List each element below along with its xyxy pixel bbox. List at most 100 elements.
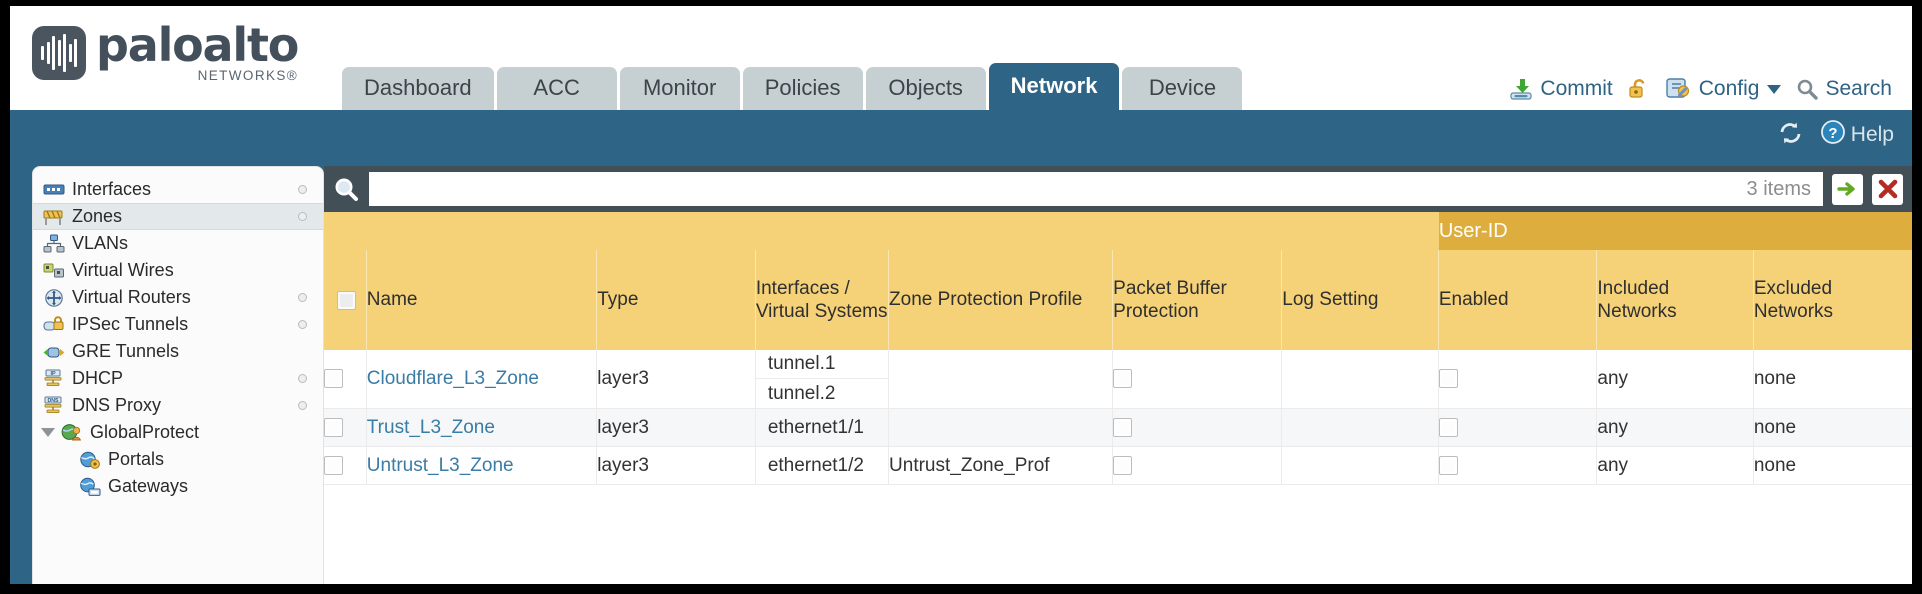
nav-tab-policies[interactable]: Policies	[742, 66, 863, 110]
sidebar-item-gateways[interactable]: Gateways	[33, 473, 323, 500]
cell-log-setting	[1281, 446, 1439, 485]
dns-proxy-icon: DNS	[43, 396, 65, 416]
interface-entry: ethernet1/2	[767, 454, 864, 476]
sidebar-item-zones[interactable]: Zones	[33, 203, 323, 230]
sub-header-bar: ? Help	[10, 110, 1912, 166]
sidebar-item-gre-tunnels[interactable]: GRE Tunnels	[33, 338, 323, 365]
filter-search-icon[interactable]	[332, 175, 360, 203]
userid-enabled-checkbox[interactable]	[1438, 417, 1458, 437]
clear-filter-button[interactable]	[1872, 173, 1903, 205]
cell-included-networks: any	[1596, 350, 1754, 409]
cell-userid-enabled[interactable]	[1437, 446, 1597, 485]
sidebar-item-portals[interactable]: Portals	[33, 446, 323, 473]
virtual-routers-icon	[43, 288, 65, 308]
cell-excluded-networks: none	[1752, 350, 1912, 409]
row-select-cell[interactable]	[324, 350, 367, 409]
sidebar-item-vlans[interactable]: VLANs	[33, 230, 323, 257]
interface-entry: ethernet1/1	[767, 416, 864, 438]
cell-packet-buffer-protection[interactable]	[1112, 408, 1282, 447]
nav-tab-dashboard[interactable]: Dashboard	[342, 66, 494, 110]
sidebar-item-virtual-wires[interactable]: Virtual Wires	[33, 257, 323, 284]
search-button[interactable]: Search	[1795, 77, 1892, 101]
header-toolbar: Commit Config	[1508, 76, 1892, 102]
column-header-label: Zone Protection Profile	[889, 289, 1083, 311]
cell-userid-enabled[interactable]	[1437, 408, 1597, 447]
cell-included-networks: any	[1596, 446, 1754, 485]
chevron-down-icon	[1767, 84, 1782, 94]
nav-tab-monitor[interactable]: Monitor	[619, 66, 740, 110]
sidebar-item-virtual-routers[interactable]: Virtual Routers	[33, 284, 323, 311]
sidebar-item-globalprotect[interactable]: GlobalProtect	[33, 419, 323, 446]
paloalto-logo: paloalto NETWORKS®	[32, 22, 299, 85]
help-label: Help	[1850, 123, 1894, 146]
zone-name-link[interactable]: Trust_L3_Zone	[366, 416, 495, 438]
commit-icon	[1508, 76, 1534, 102]
select-all-checkbox[interactable]	[337, 290, 356, 310]
column-header-label: Interfaces / Virtual Systems	[755, 277, 888, 322]
refresh-icon[interactable]	[1777, 120, 1804, 151]
zone-name-link[interactable]: Cloudflare_L3_Zone	[366, 368, 539, 389]
interface-entry: tunnel.1	[755, 350, 889, 379]
zone-name-link[interactable]: Untrust_L3_Zone	[366, 454, 514, 476]
nav-tab-network[interactable]: Network	[988, 62, 1120, 110]
commit-button[interactable]: Commit	[1508, 76, 1613, 102]
cell-userid-enabled[interactable]	[1437, 350, 1597, 409]
unlock-icon[interactable]	[1627, 76, 1651, 102]
userid-enabled-checkbox[interactable]	[1438, 369, 1458, 389]
column-header-label: Log Setting	[1282, 289, 1379, 311]
column-header-excl[interactable]: Excluded Networks	[1752, 250, 1912, 350]
help-button[interactable]: ? Help	[1820, 119, 1894, 151]
nav-tab-device[interactable]: Device	[1122, 66, 1243, 110]
column-header-zpp[interactable]: Zone Protection Profile	[888, 250, 1113, 350]
sidebar-item-ipsec-tunnels[interactable]: IPSec Tunnels	[33, 311, 323, 338]
packet-buffer-protection-checkbox[interactable]	[1113, 455, 1133, 475]
cell-name: Trust_L3_Zone	[365, 408, 597, 447]
virtual-wires-icon	[43, 261, 65, 281]
packet-buffer-protection-checkbox[interactable]	[1113, 369, 1133, 389]
column-header-select-all[interactable]	[324, 250, 367, 350]
cell-packet-buffer-protection[interactable]	[1112, 350, 1282, 409]
svg-text:?: ?	[1828, 125, 1837, 142]
dhcp-icon: IP	[43, 369, 65, 389]
column-header-ifaces[interactable]: Interfaces / Virtual Systems	[754, 250, 889, 350]
nav-tab-objects[interactable]: Objects	[865, 66, 986, 110]
paloalto-logo-mark-icon	[32, 26, 86, 81]
column-header-type[interactable]: Type	[596, 250, 756, 350]
config-dropdown[interactable]: Config	[1665, 76, 1782, 102]
expand-caret-icon[interactable]	[41, 428, 55, 437]
column-header-label: Included Networks	[1597, 277, 1677, 322]
sidebar-item-label: Interfaces	[72, 179, 152, 199]
sidebar-item-indicator	[298, 293, 307, 302]
sidebar-item-label: Zones	[72, 206, 123, 226]
cell-packet-buffer-protection[interactable]	[1112, 446, 1282, 485]
row-select-checkbox[interactable]	[324, 369, 343, 389]
row-select-cell[interactable]	[324, 446, 367, 485]
column-header-name[interactable]: Name	[365, 250, 597, 350]
column-header-pbp[interactable]: Packet Buffer Protection	[1112, 250, 1282, 350]
apply-filter-button[interactable]	[1832, 173, 1863, 205]
column-header-enabled[interactable]: Enabled	[1437, 250, 1597, 350]
filter-input-wrap[interactable]: 3 items	[369, 172, 1823, 206]
config-icon	[1665, 76, 1693, 102]
cell-included-networks: any	[1596, 408, 1754, 447]
filter-search-input[interactable]	[370, 173, 1747, 205]
sidebar-item-label: Virtual Wires	[72, 260, 174, 280]
userid-enabled-checkbox[interactable]	[1438, 455, 1458, 475]
packet-buffer-protection-checkbox[interactable]	[1113, 417, 1133, 437]
row-select-cell[interactable]	[324, 408, 367, 447]
column-header-log[interactable]: Log Setting	[1281, 250, 1439, 350]
column-header-incl[interactable]: Included Networks	[1596, 250, 1754, 350]
row-select-checkbox[interactable]	[324, 417, 343, 437]
sidebar-item-interfaces[interactable]: Interfaces	[33, 176, 323, 203]
nav-tab-acc[interactable]: ACC	[496, 66, 617, 110]
row-select-checkbox[interactable]	[324, 455, 343, 475]
